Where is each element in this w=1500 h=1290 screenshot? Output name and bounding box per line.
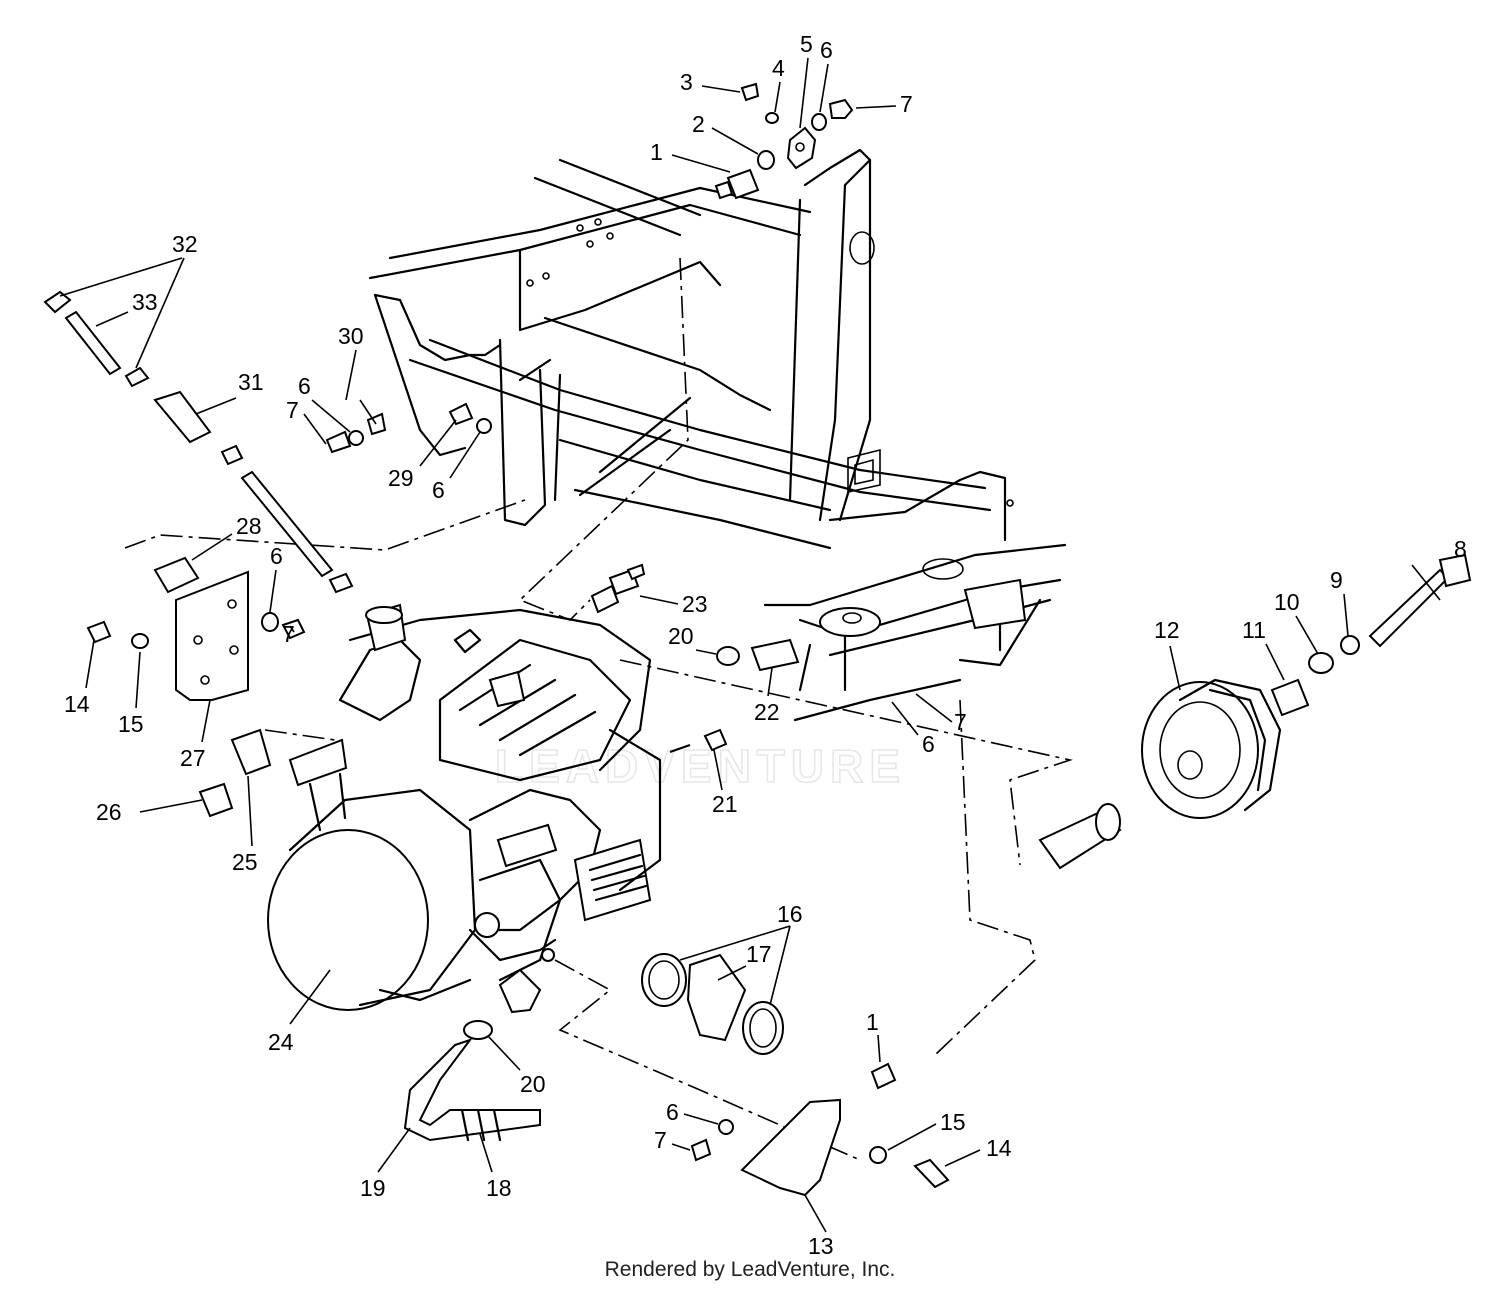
callout-label: 6 bbox=[298, 373, 311, 399]
coupler-22 bbox=[669, 638, 800, 753]
callout-label: 1 bbox=[866, 1009, 879, 1035]
callout-label: 2 bbox=[692, 111, 705, 137]
boot-and-clamps bbox=[641, 953, 784, 1055]
callout-label: 14 bbox=[986, 1135, 1012, 1161]
callout-label: 26 bbox=[96, 799, 122, 825]
callout-label: 12 bbox=[1154, 617, 1180, 643]
callout-label: 20 bbox=[520, 1071, 546, 1097]
callout-label: 7 bbox=[900, 91, 913, 117]
callout-label: 22 bbox=[754, 699, 780, 725]
callout-label: 8 bbox=[1454, 536, 1467, 562]
callout-label: 9 bbox=[1330, 567, 1343, 593]
callout-label: 7 bbox=[654, 1127, 667, 1153]
callout-label: 27 bbox=[180, 745, 206, 771]
callout-label: 6 bbox=[922, 731, 935, 757]
bracket-left bbox=[86, 556, 306, 701]
callout-label: 14 bbox=[64, 691, 90, 717]
callout-label: 21 bbox=[712, 791, 738, 817]
small-parts-left bbox=[198, 402, 492, 818]
vehicle-frame bbox=[368, 148, 1067, 722]
callout-labels: 1 1 2 3 4 5 6 6 6 6 6 6 7 7 7 7 7 8 9 bbox=[59, 31, 1467, 1259]
callout-label: 15 bbox=[940, 1109, 966, 1135]
callout-label: 7 bbox=[282, 621, 295, 647]
callout-label: 19 bbox=[360, 1175, 386, 1201]
engine bbox=[267, 603, 662, 1014]
footer-credit: Rendered by LeadVenture, Inc. bbox=[604, 1258, 896, 1281]
callout-label: 13 bbox=[808, 1233, 834, 1259]
spark-plug bbox=[590, 563, 646, 614]
callout-label: 18 bbox=[486, 1175, 512, 1201]
callout-label: 7 bbox=[954, 709, 967, 735]
callout-label: 3 bbox=[680, 69, 693, 95]
callout-label: 30 bbox=[338, 323, 364, 349]
callout-label: 6 bbox=[820, 37, 833, 63]
callout-label: 6 bbox=[270, 543, 283, 569]
callout-label: 6 bbox=[432, 477, 445, 503]
callout-label: 28 bbox=[236, 513, 262, 539]
callout-label: 32 bbox=[172, 231, 198, 257]
callout-label: 29 bbox=[388, 465, 414, 491]
callout-label: 11 bbox=[1242, 617, 1266, 643]
watermark-text: LEADVENTURE bbox=[495, 740, 906, 792]
callout-label: 6 bbox=[666, 1099, 679, 1125]
callout-label: 1 bbox=[650, 139, 663, 165]
assembly-lines bbox=[124, 257, 1073, 1161]
clutch-assembly bbox=[1038, 553, 1472, 870]
callout-label: 15 bbox=[118, 711, 144, 737]
callout-label: 4 bbox=[772, 55, 785, 81]
mount-bushing-top bbox=[714, 82, 854, 200]
callout-label: 31 bbox=[238, 369, 264, 395]
callout-label: 33 bbox=[132, 289, 158, 315]
exhaust-pipe bbox=[403, 1020, 541, 1142]
callout-label: 25 bbox=[232, 849, 258, 875]
callout-label: 23 bbox=[682, 591, 708, 617]
callout-label: 7 bbox=[286, 397, 299, 423]
callout-label: 16 bbox=[777, 901, 803, 927]
callout-label: 10 bbox=[1274, 589, 1300, 615]
callout-label: 20 bbox=[668, 623, 694, 649]
fuel-line-assembly bbox=[43, 290, 354, 594]
callout-label: 17 bbox=[746, 941, 772, 967]
bracket-right bbox=[690, 1062, 950, 1197]
callout-label: 24 bbox=[268, 1029, 294, 1055]
callout-label: 5 bbox=[800, 31, 813, 57]
